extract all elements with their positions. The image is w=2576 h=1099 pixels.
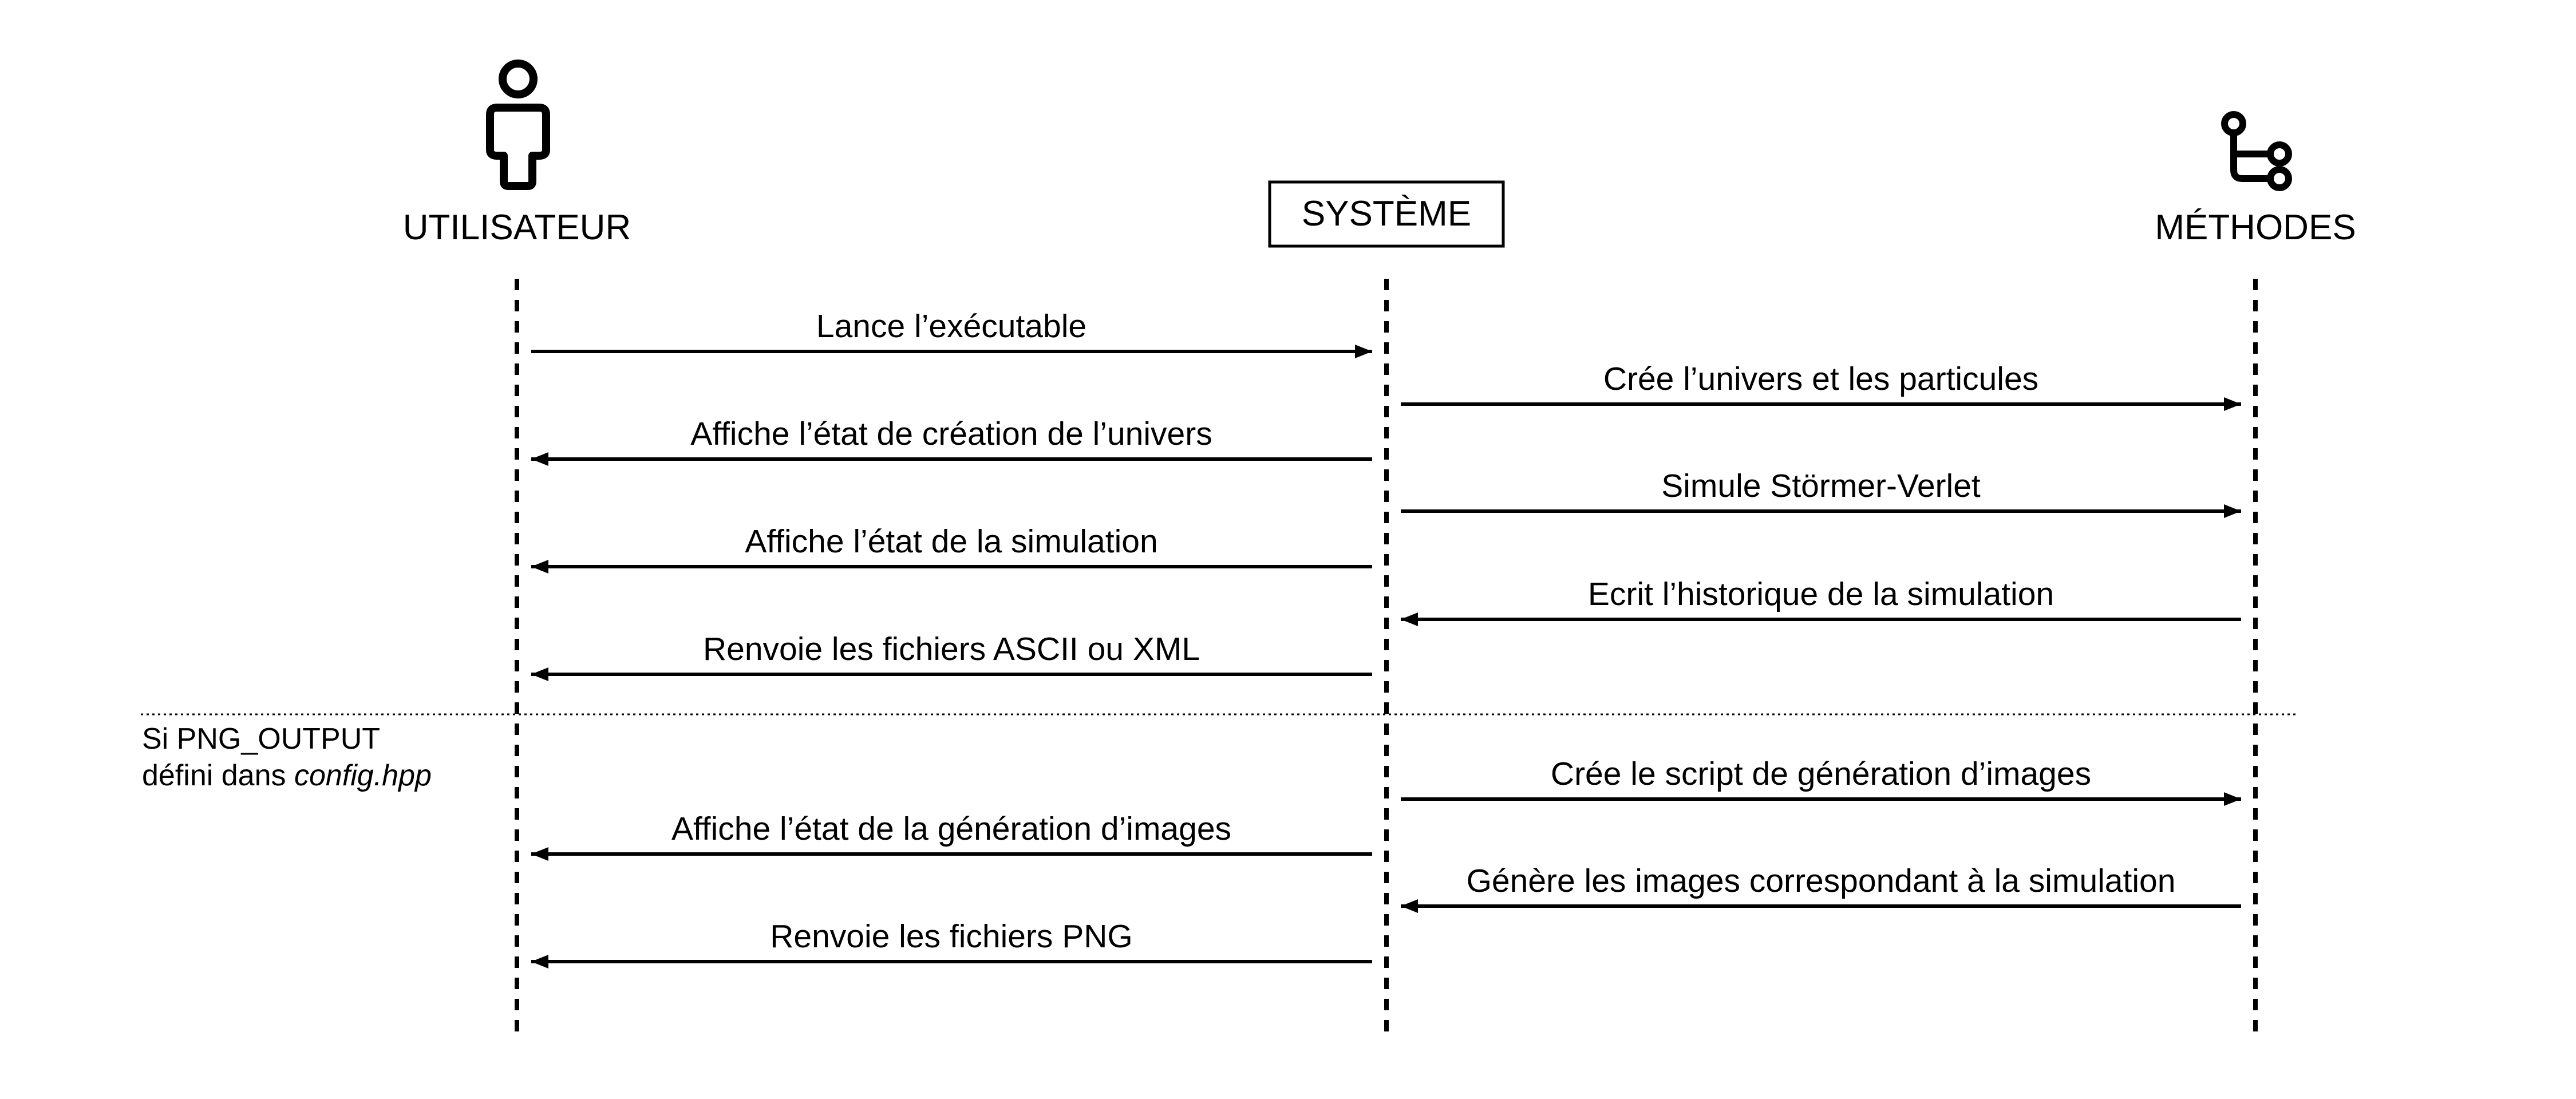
message-label: Renvoie les fichiers PNG — [770, 918, 1133, 955]
condition-file: config.hpp — [294, 759, 432, 792]
message-label: Crée l’univers et les particules — [1603, 361, 2038, 397]
condition-label: Si PNG_OUTPUT défini dans config.hpp — [142, 722, 432, 792]
message-1: Crée l’univers et les particules — [1401, 361, 2241, 411]
actor-system: SYSTÈME — [1268, 180, 1505, 248]
message-3: Simule Störmer-Verlet — [1401, 468, 2241, 518]
actor-label-system: SYSTÈME — [1302, 194, 1471, 234]
message-10: Renvoie les fichiers PNG — [531, 918, 1372, 968]
message-9: Génère les images correspondant à la sim… — [1401, 863, 2241, 913]
system-box — [1268, 180, 1505, 248]
message-label: Affiche l’état de la génération d’images — [671, 811, 1231, 847]
message-label: Génère les images correspondant à la sim… — [1467, 863, 2176, 899]
message-6: Renvoie les fichiers ASCII ou XML — [531, 631, 1372, 681]
message-7: Crée le script de génération d’images — [1401, 756, 2241, 806]
actor-label-methods: MÉTHODES — [2155, 208, 2356, 247]
message-4: Affiche l’état de la simulation — [531, 523, 1372, 574]
message-label: Simule Störmer-Verlet — [1661, 468, 1981, 504]
branch-icon — [2221, 111, 2292, 191]
message-0: Lance l’exécutable — [531, 308, 1372, 358]
person-icon — [486, 60, 550, 190]
condition-line-2: défini dans config.hpp — [142, 759, 432, 792]
message-2: Affiche l’état de création de l’univers — [531, 416, 1372, 466]
message-label: Crée le script de génération d’images — [1551, 756, 2091, 792]
message-label: Affiche l’état de la simulation — [745, 523, 1157, 560]
condition-line-2-prefix: défini dans — [142, 759, 294, 792]
actor-user: UTILISATEUR — [403, 60, 631, 247]
message-label: Affiche l’état de création de l’univers — [690, 416, 1212, 452]
message-5: Ecrit l’historique de la simulation — [1401, 576, 2241, 626]
message-label: Lance l’exécutable — [816, 308, 1086, 345]
condition-line-1: Si PNG_OUTPUT — [142, 722, 380, 756]
message-label: Ecrit l’historique de la simulation — [1588, 576, 2054, 612]
actor-methods: MÉTHODES — [2155, 111, 2356, 247]
message-label: Renvoie les fichiers ASCII ou XML — [703, 631, 1200, 667]
actor-label-user: UTILISATEUR — [403, 208, 631, 247]
message-8: Affiche l’état de la génération d’images — [531, 811, 1372, 861]
